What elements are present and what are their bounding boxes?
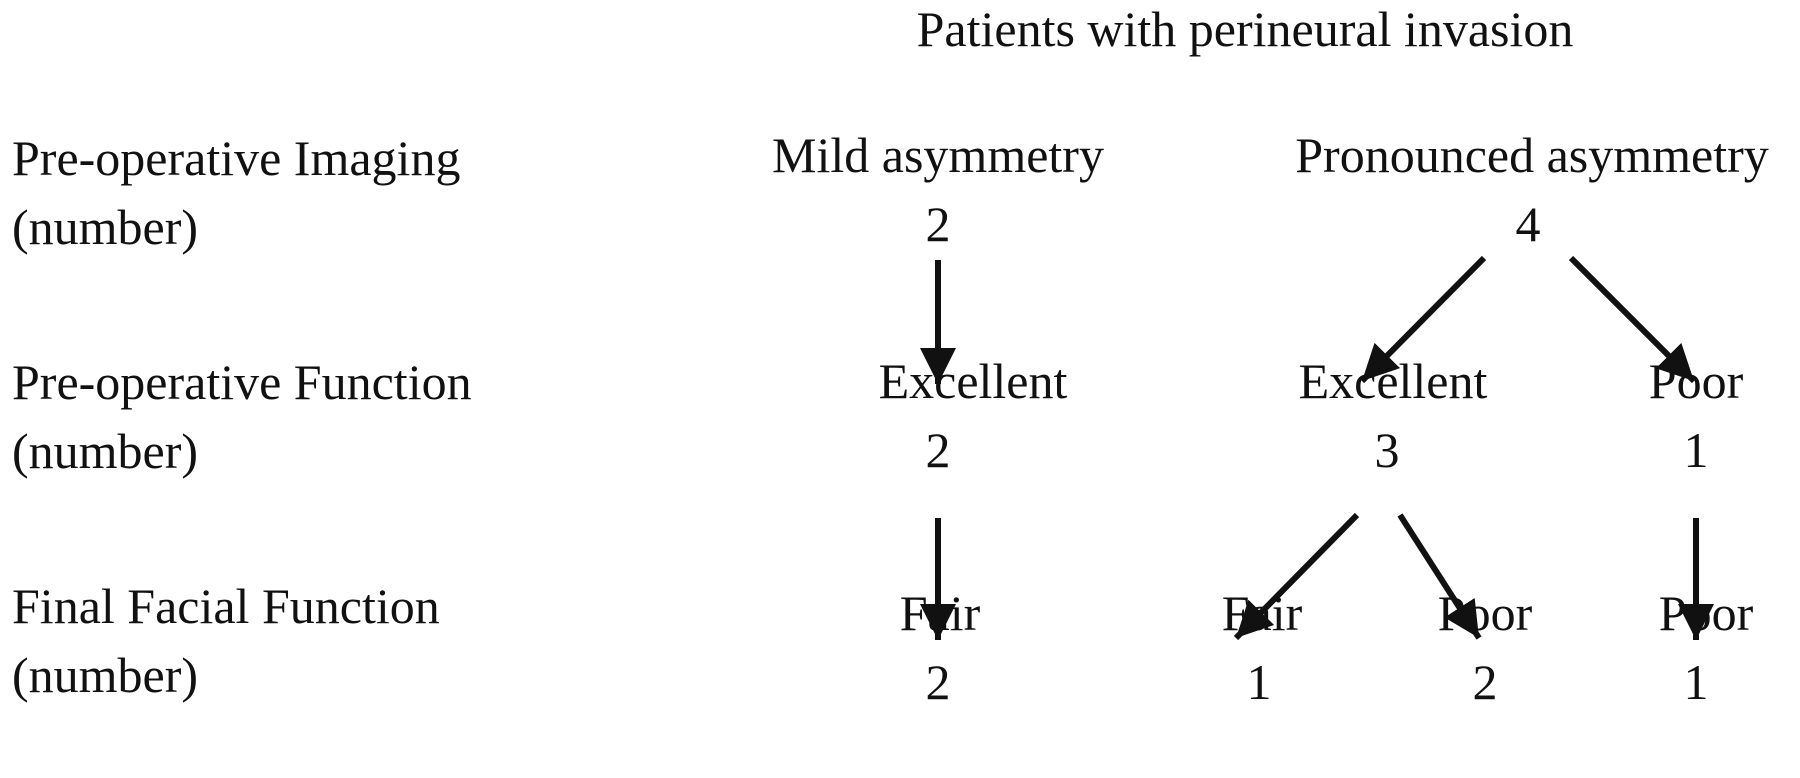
node-final-fair-a-count: 2 (925, 654, 951, 710)
row-label-final-text: Final Facial Function (12, 578, 440, 634)
node-imaging-pronounced-count: 4 (1515, 196, 1541, 252)
node-final-poor-b-count: 1 (1683, 654, 1709, 710)
node-imaging-pronounced-label: Pronounced asymmetry (1295, 127, 1769, 183)
node-imaging-mild-count: 2 (925, 196, 951, 252)
node-final-fair-b-count: 1 (1246, 654, 1272, 710)
row-label-final: Final Facial Function (number) (12, 572, 572, 710)
row-label-function-sub: (number) (12, 423, 199, 479)
arrow-excellent-b-to-poor-a (1397, 513, 1482, 640)
arrow-excellent-b-to-fair-b (1233, 512, 1360, 641)
row-label-imaging-sub: (number) (12, 199, 199, 255)
row-label-imaging: Pre-operative Imaging (number) (12, 124, 572, 262)
arrow-pronounced-to-excellent-b (1359, 255, 1487, 384)
arrow-pronounced-to-poor (1568, 255, 1697, 384)
node-final-poor-a-count: 2 (1472, 654, 1498, 710)
node-function-excellent-a-count: 2 (925, 422, 951, 478)
row-label-function: Pre-operative Function (number) (12, 348, 572, 486)
node-function-excellent-a-label: Excellent (878, 353, 1068, 409)
node-function-poor-count: 1 (1683, 422, 1709, 478)
row-label-imaging-text: Pre-operative Imaging (12, 130, 461, 186)
node-function-excellent-b-count: 3 (1374, 422, 1400, 478)
row-label-function-text: Pre-operative Function (12, 354, 472, 410)
diagram-title: Patients with perineural invasion (916, 1, 1574, 57)
row-label-final-sub: (number) (12, 647, 199, 703)
node-imaging-mild-label: Mild asymmetry (772, 127, 1104, 183)
